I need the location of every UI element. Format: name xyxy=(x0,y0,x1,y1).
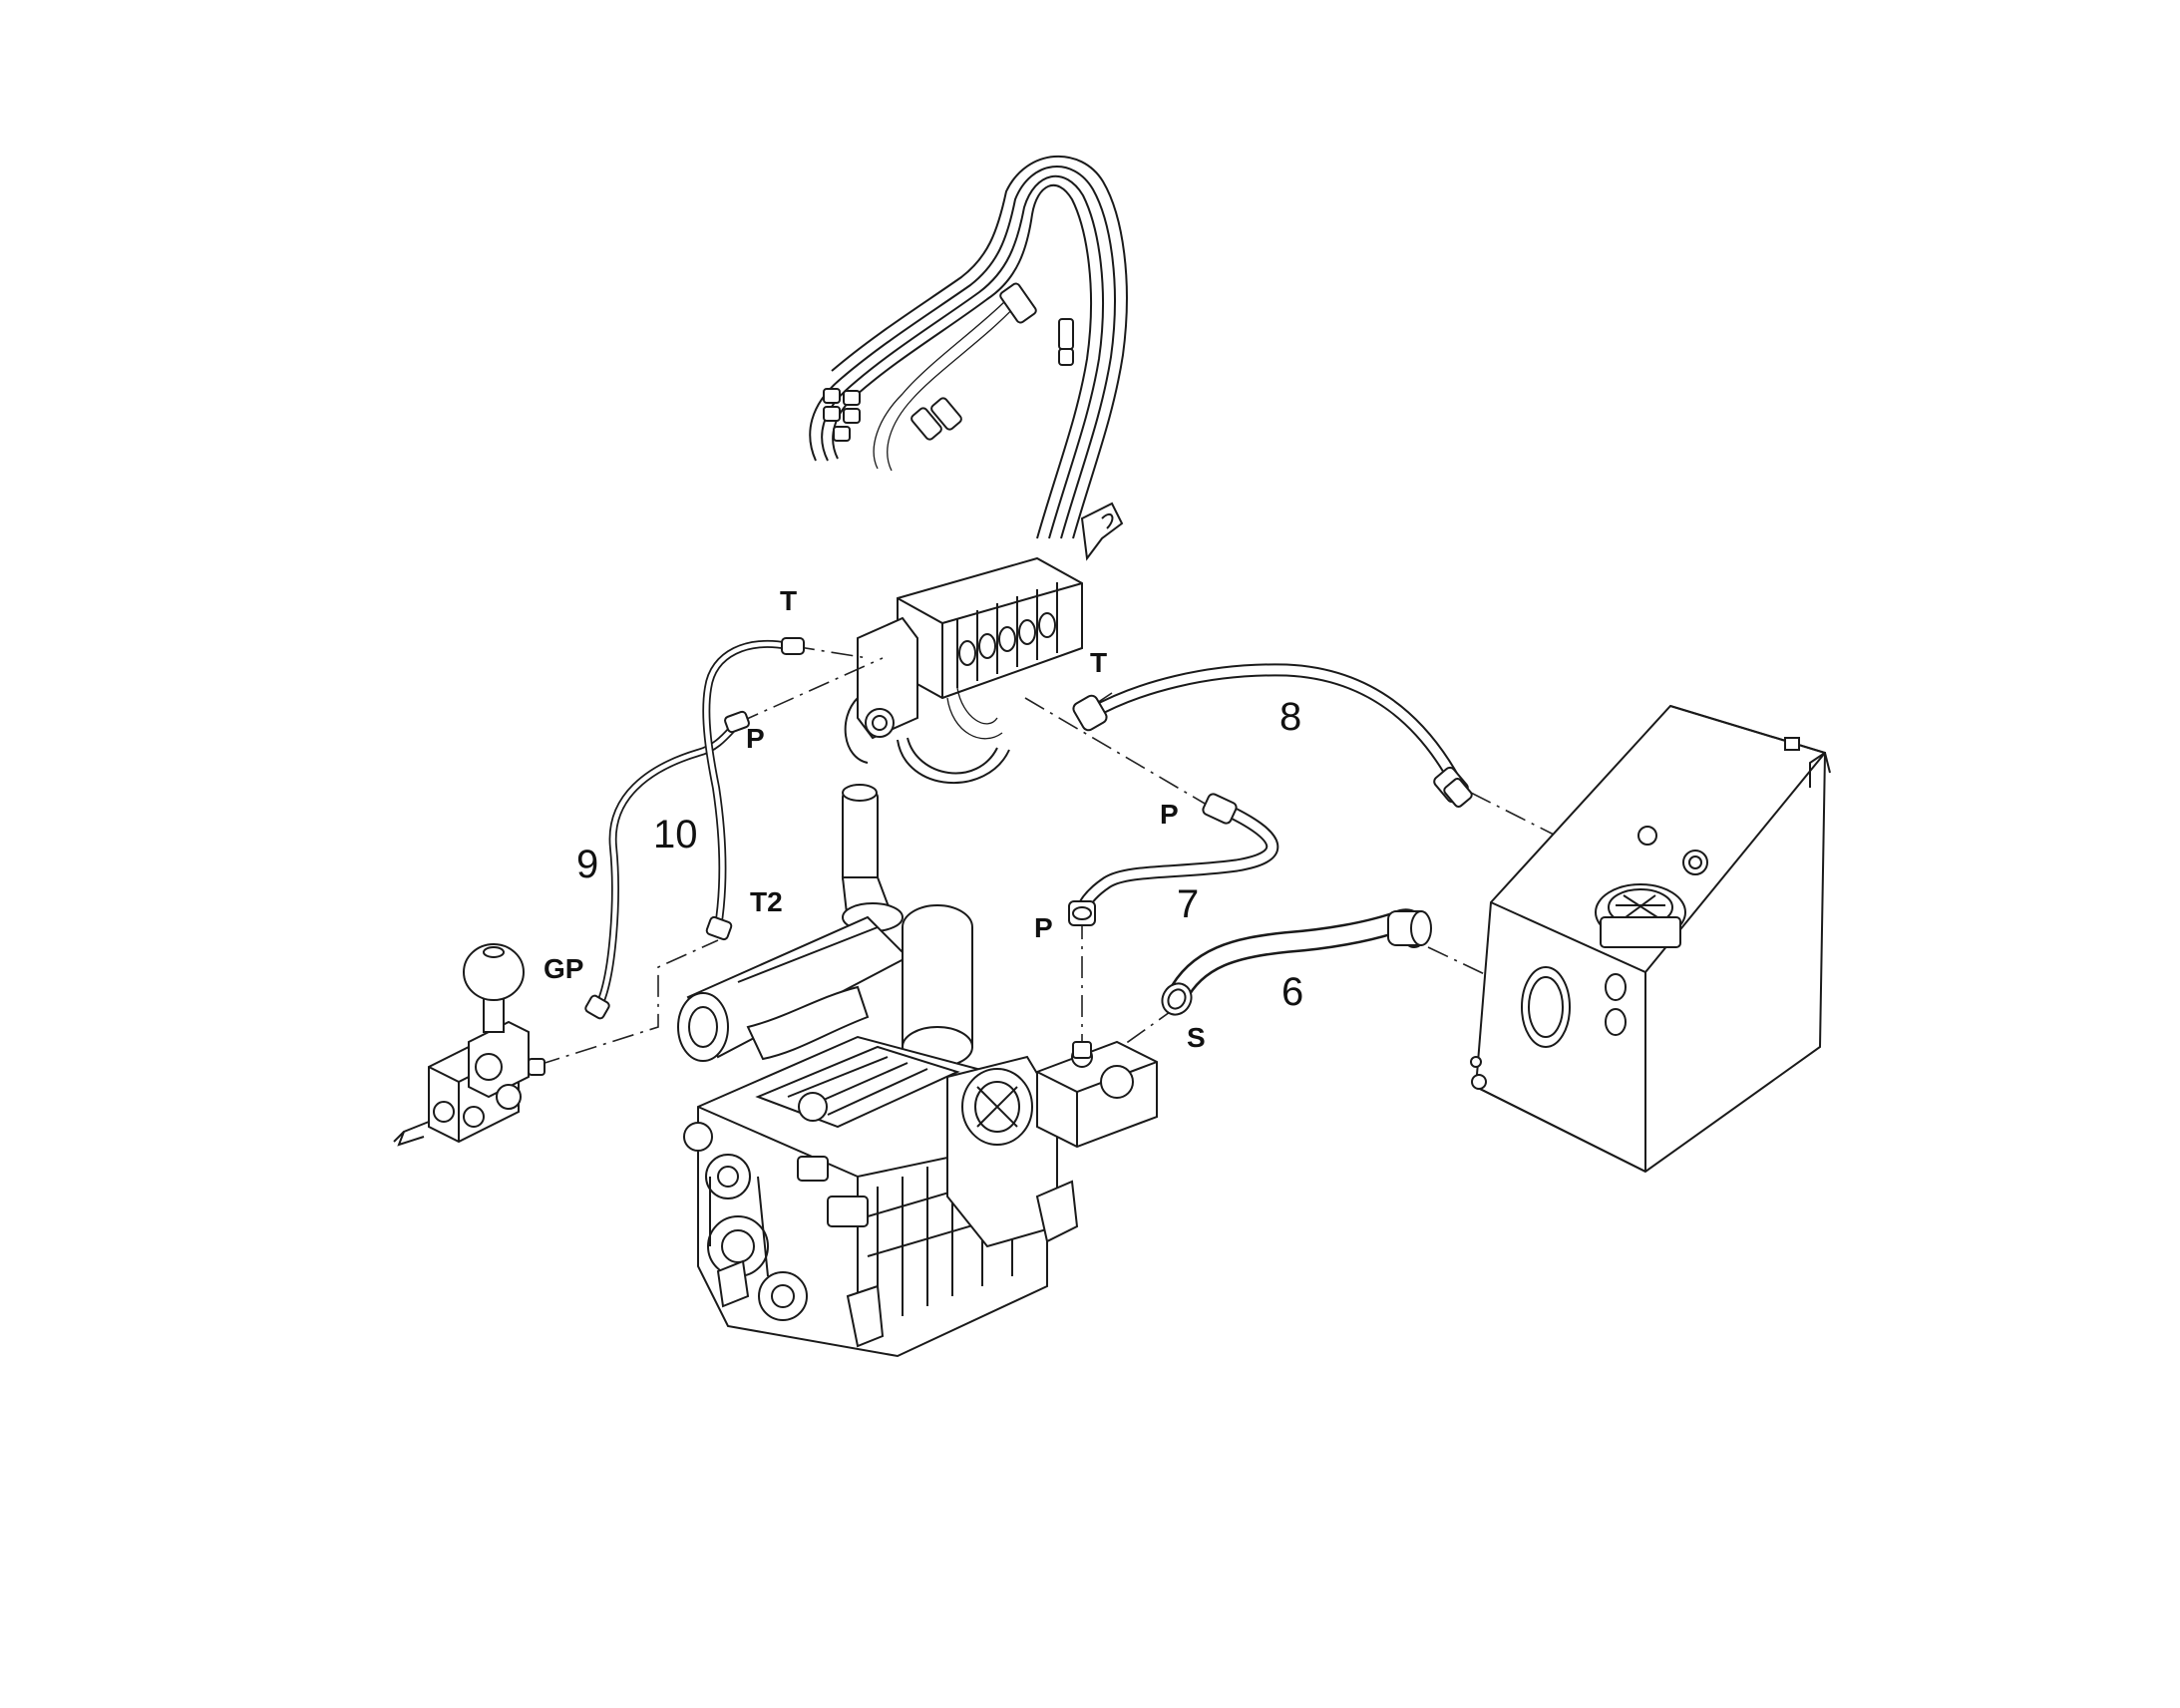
label-suction-port: S xyxy=(1187,1022,1206,1053)
upper-hose-bundle xyxy=(809,155,1128,561)
hose-8 xyxy=(1072,663,1473,808)
hose-10 xyxy=(702,637,805,941)
hose-6 xyxy=(1161,908,1432,1016)
hydraulic-tank xyxy=(1470,704,1831,1174)
label-pump-pressure-port: P xyxy=(1034,912,1053,943)
label-tank-return-port-2: T2 xyxy=(750,886,783,917)
callout-labels: T P 9 10 T2 GP T 8 P 7 P 6 S xyxy=(544,585,1303,1053)
hose-7 xyxy=(1068,793,1279,926)
accumulator-valve-block xyxy=(393,943,545,1147)
hose-9 xyxy=(584,710,750,1020)
label-gauge-port: GP xyxy=(544,953,583,984)
label-hose-7: 7 xyxy=(1177,882,1199,926)
label-hose-10: 10 xyxy=(653,813,698,856)
label-valve-pressure-port: P xyxy=(746,723,765,754)
engine-assembly xyxy=(677,784,1158,1358)
label-control-valve-tank-port: T xyxy=(1090,647,1107,678)
label-hose-8: 8 xyxy=(1279,695,1301,739)
control-valve-block xyxy=(844,556,1083,784)
label-hose-6: 6 xyxy=(1281,970,1303,1014)
label-valve-tank-port: T xyxy=(780,585,797,616)
label-hose-9: 9 xyxy=(576,843,598,886)
label-hose-7-upper-port: P xyxy=(1160,799,1179,830)
